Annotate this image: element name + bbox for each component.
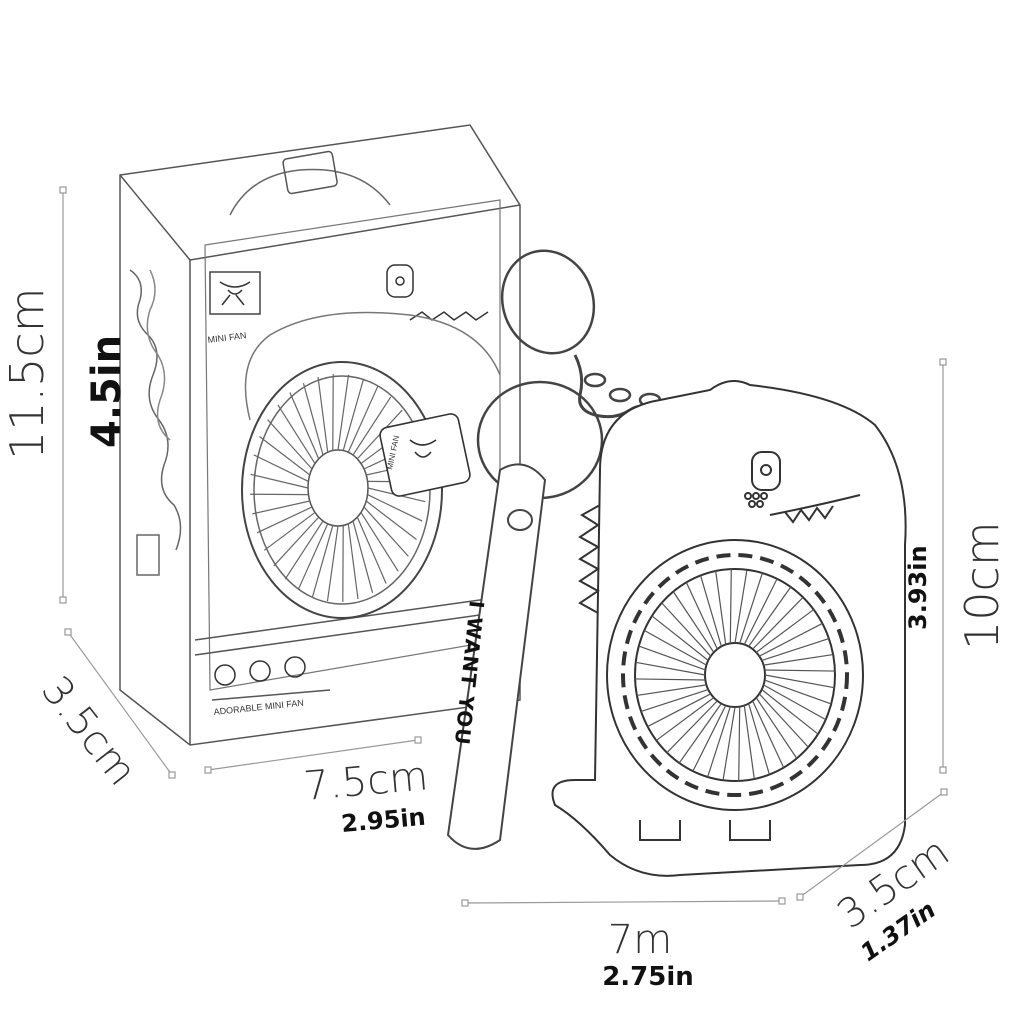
fan-blade [302, 383, 324, 456]
dino-fan-blades [635, 569, 835, 781]
fan-blade [352, 520, 374, 593]
fan-blade [666, 700, 718, 754]
fan-blade [655, 697, 715, 741]
fan-blade [277, 404, 316, 464]
fan-blade [640, 688, 709, 713]
fan-blade [678, 703, 722, 764]
fan-blade [284, 520, 324, 580]
fan-blade [347, 386, 379, 453]
fan-blade [661, 602, 712, 657]
fan-blade [337, 374, 350, 451]
fan-width-in-label: 2.75in [602, 962, 694, 992]
box-fan-blades [250, 374, 426, 602]
fan-blade [317, 376, 329, 453]
fan-blade [707, 706, 731, 778]
fan-blade [752, 596, 804, 650]
fan-blade [267, 419, 313, 470]
fan-blade [250, 473, 309, 489]
fan-blade [763, 653, 834, 666]
fan-blade [761, 689, 819, 735]
fan-blade [692, 705, 727, 772]
fan-blade [363, 506, 409, 557]
fan-blade [643, 629, 707, 666]
fan-blade [365, 500, 417, 541]
fan-blade [352, 396, 392, 456]
box-depth-cm-label: 3.5cm [32, 668, 145, 794]
fan-blade [326, 525, 339, 602]
fan-blade [700, 575, 722, 647]
fan-blade [758, 693, 809, 748]
fan-blade [743, 705, 755, 780]
fan-blade [263, 511, 316, 551]
fan-blade [347, 523, 359, 600]
fan-blade [342, 378, 365, 451]
fan-blade [253, 454, 309, 482]
fan-blade [685, 582, 718, 650]
fan-blade [722, 706, 736, 781]
fan-blade [758, 622, 823, 657]
fan-height-in-label: 3.93in [904, 545, 932, 630]
fan-blade [273, 516, 320, 567]
box-brand-text: MINI FAN [207, 330, 247, 345]
fan-blade [729, 569, 732, 644]
box-height-in-label: 4.5in [84, 335, 130, 448]
fan-blade [763, 684, 827, 721]
fan-blade [743, 578, 778, 645]
fan-blade [738, 706, 741, 781]
fan-blade [635, 678, 706, 681]
fan-blade [764, 674, 835, 689]
fan-blade [748, 703, 770, 775]
fan-blade [739, 572, 763, 644]
fan-blade [764, 679, 832, 705]
box-height-cm-label: 11.5cm [0, 287, 54, 460]
fan-blade [672, 591, 715, 653]
box-width-cm-label: 7.5cm [302, 753, 430, 810]
fan-blade [252, 500, 310, 515]
fan-blade [635, 661, 706, 676]
wrist-strap [446, 463, 547, 850]
fan-width-cm-label: 7m [608, 917, 672, 963]
fan-blade [636, 684, 707, 697]
dimension-lines [59, 186, 948, 907]
box-bottom-text: ADORABLE MINI FAN [213, 698, 304, 717]
fan-height-cm-label: 10cm [955, 521, 1009, 650]
fan-blade [755, 697, 798, 759]
fan-blade [715, 570, 727, 645]
fan-blade [367, 494, 423, 522]
fan-blade [259, 435, 311, 476]
dino-fan [551, 380, 907, 877]
fan-blade [647, 693, 712, 728]
fan-blade [734, 569, 748, 644]
fan-blade [311, 525, 334, 598]
box-width-in-label: 2.95in [340, 803, 427, 838]
fan-blade [638, 645, 706, 671]
fan-blade [297, 523, 329, 590]
fan-blade [256, 506, 313, 534]
fan-blade [651, 615, 709, 661]
fan-blade [748, 586, 792, 647]
fan-blade [356, 516, 387, 584]
fan-blade [752, 700, 785, 768]
fan-blade [764, 669, 835, 672]
hanging-tag [379, 413, 471, 497]
fan-blade [761, 637, 830, 662]
fan-blade [360, 512, 399, 572]
fan-blade [755, 609, 815, 653]
fan-blade [289, 392, 320, 460]
